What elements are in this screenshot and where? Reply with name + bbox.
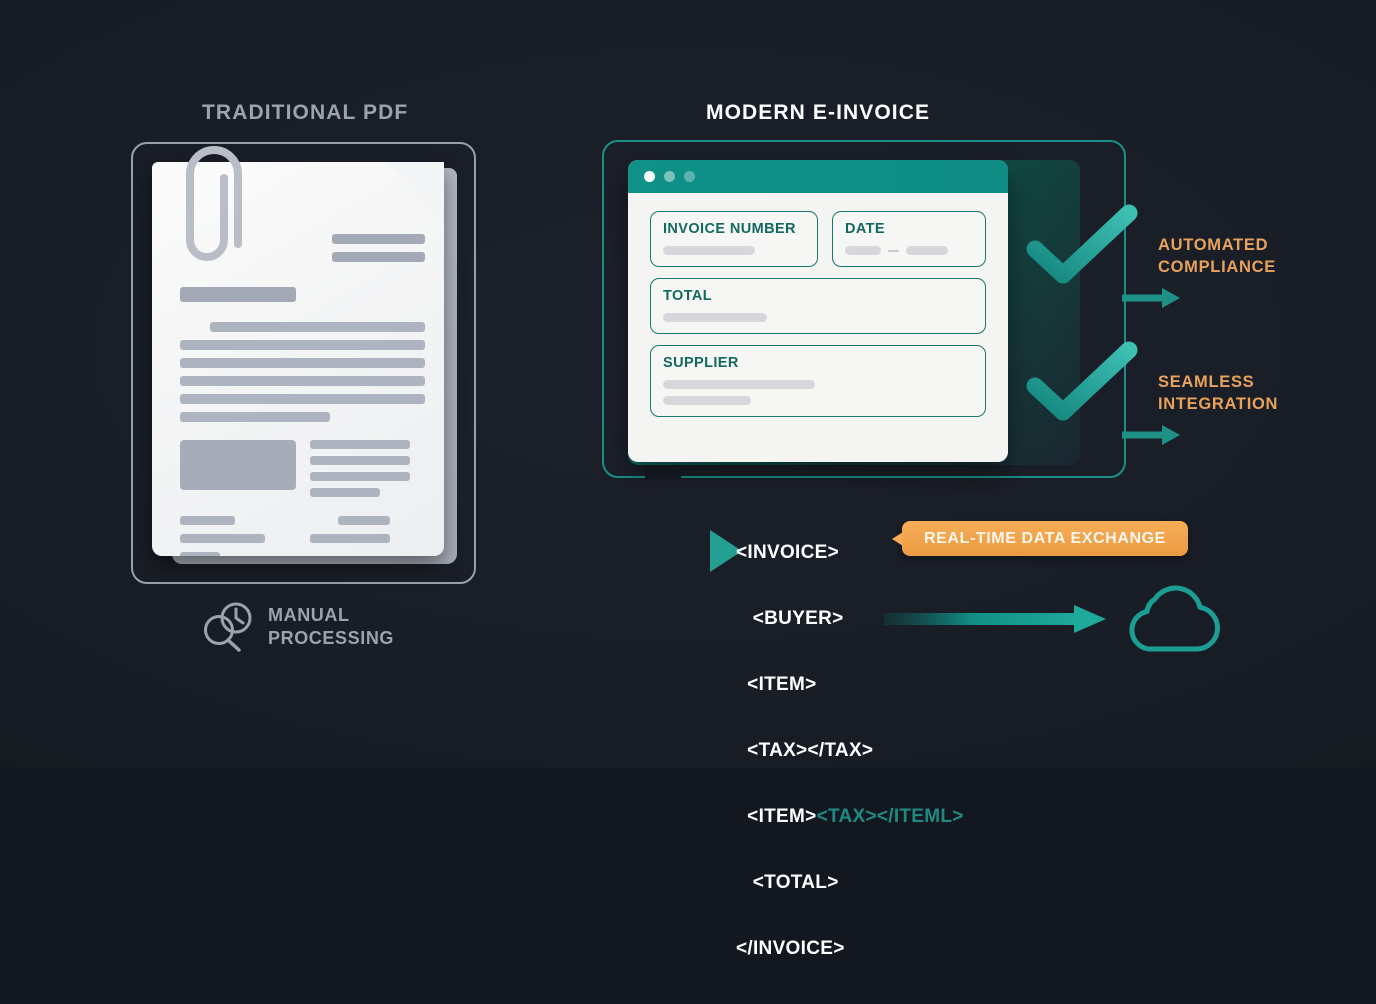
pdf-text-bar bbox=[310, 472, 410, 481]
placeholder-dash bbox=[888, 249, 899, 252]
manual-processing-label: MANUAL PROCESSING bbox=[268, 605, 395, 648]
field-label: DATE bbox=[845, 221, 885, 237]
pdf-text-bar bbox=[310, 456, 410, 465]
xml-line-highlight: <TAX></ITEML> bbox=[816, 806, 964, 827]
arrow-benefit-2 bbox=[1120, 422, 1182, 448]
magnifier-clock-icon bbox=[200, 600, 254, 654]
einvoice-window[interactable]: INVOICE NUMBER DATE TOTAL SUPPLIER bbox=[628, 160, 1008, 462]
xml-line: <ITEM><TAX></ITEML> bbox=[747, 806, 964, 827]
window-dot-close-icon[interactable] bbox=[644, 171, 655, 182]
pdf-image-block bbox=[180, 440, 296, 490]
pdf-text-bar bbox=[180, 340, 425, 350]
field-invoice-number[interactable]: INVOICE NUMBER bbox=[650, 211, 818, 267]
pdf-text-bar bbox=[310, 440, 410, 449]
elbow-arrow-to-xml bbox=[648, 468, 758, 578]
real-time-data-exchange-badge: REAL-TIME DATA EXCHANGE bbox=[892, 521, 1188, 556]
pdf-text-bar bbox=[180, 516, 235, 525]
placeholder-bar bbox=[663, 313, 767, 322]
page-fold-shade bbox=[386, 162, 444, 220]
manual-processing-caption: MANUAL PROCESSING bbox=[200, 600, 394, 654]
field-total[interactable]: TOTAL bbox=[650, 278, 986, 334]
pdf-text-bar bbox=[310, 534, 390, 543]
diagram-canvas: TRADITIONAL PDF MODERN E-INVOICE bbox=[0, 0, 1376, 959]
field-label: SUPPLIER bbox=[663, 355, 739, 371]
field-supplier[interactable]: SUPPLIER bbox=[650, 345, 986, 417]
modern-einvoice-title: MODERN E-INVOICE bbox=[706, 101, 931, 124]
pdf-text-bar bbox=[180, 358, 425, 368]
benefit-label-seamless-integration: SEAMLESS INTEGRATION bbox=[1158, 373, 1279, 413]
xml-line: <ITEM> bbox=[747, 674, 817, 695]
pdf-text-bar bbox=[180, 394, 425, 404]
pdf-text-bar bbox=[180, 552, 220, 556]
pdf-text-bar bbox=[338, 516, 390, 525]
pdf-text-bar bbox=[310, 488, 380, 497]
placeholder-bar bbox=[845, 246, 881, 255]
xml-line: <INVOICE> bbox=[736, 542, 840, 563]
window-dot-minimize-icon[interactable] bbox=[664, 171, 675, 182]
placeholder-bar bbox=[663, 246, 755, 255]
xml-code-block: <INVOICE> <BUYER> <ITEM> <TAX></TAX> <IT… bbox=[736, 498, 964, 1004]
pdf-text-bar bbox=[180, 287, 296, 302]
field-date[interactable]: DATE bbox=[832, 211, 986, 267]
window-dot-maximize-icon[interactable] bbox=[684, 171, 695, 182]
placeholder-bar bbox=[906, 246, 948, 255]
pdf-text-bar bbox=[332, 234, 425, 244]
einvoice-outer-frame bbox=[602, 140, 1126, 478]
placeholder-bar bbox=[663, 396, 751, 405]
benefit-label-automated-compliance: AUTOMATED COMPLIANCE bbox=[1158, 236, 1276, 276]
field-label: INVOICE NUMBER bbox=[663, 221, 796, 237]
field-label: TOTAL bbox=[663, 288, 712, 304]
cloud-icon bbox=[1119, 585, 1227, 657]
arrow-to-cloud bbox=[884, 604, 1108, 634]
pdf-text-bar bbox=[180, 534, 265, 543]
placeholder-row bbox=[845, 246, 973, 255]
arrow-benefit-1 bbox=[1120, 285, 1182, 311]
pdf-text-bar bbox=[180, 412, 330, 422]
traditional-pdf-title: TRADITIONAL PDF bbox=[202, 101, 409, 124]
pdf-text-bar bbox=[210, 322, 425, 332]
pdf-outer-frame bbox=[131, 142, 476, 584]
placeholder-bar bbox=[663, 380, 815, 389]
xml-line: <TOTAL> bbox=[752, 872, 839, 893]
paperclip-icon bbox=[178, 146, 248, 288]
pdf-text-bar bbox=[332, 252, 425, 262]
form-row-top: INVOICE NUMBER DATE bbox=[650, 211, 986, 267]
pdf-text-bar bbox=[180, 376, 425, 386]
xml-line: <TAX></TAX> bbox=[747, 740, 874, 761]
xml-line: <BUYER> bbox=[752, 608, 844, 629]
badge-label: REAL-TIME DATA EXCHANGE bbox=[924, 529, 1166, 547]
check-icon bbox=[1025, 204, 1140, 285]
pdf-document bbox=[152, 162, 444, 556]
invoice-form: INVOICE NUMBER DATE TOTAL SUPPLIER bbox=[628, 193, 1008, 435]
xml-line: </INVOICE> bbox=[736, 938, 845, 959]
window-titlebar bbox=[628, 160, 1008, 193]
check-icon bbox=[1025, 341, 1140, 422]
